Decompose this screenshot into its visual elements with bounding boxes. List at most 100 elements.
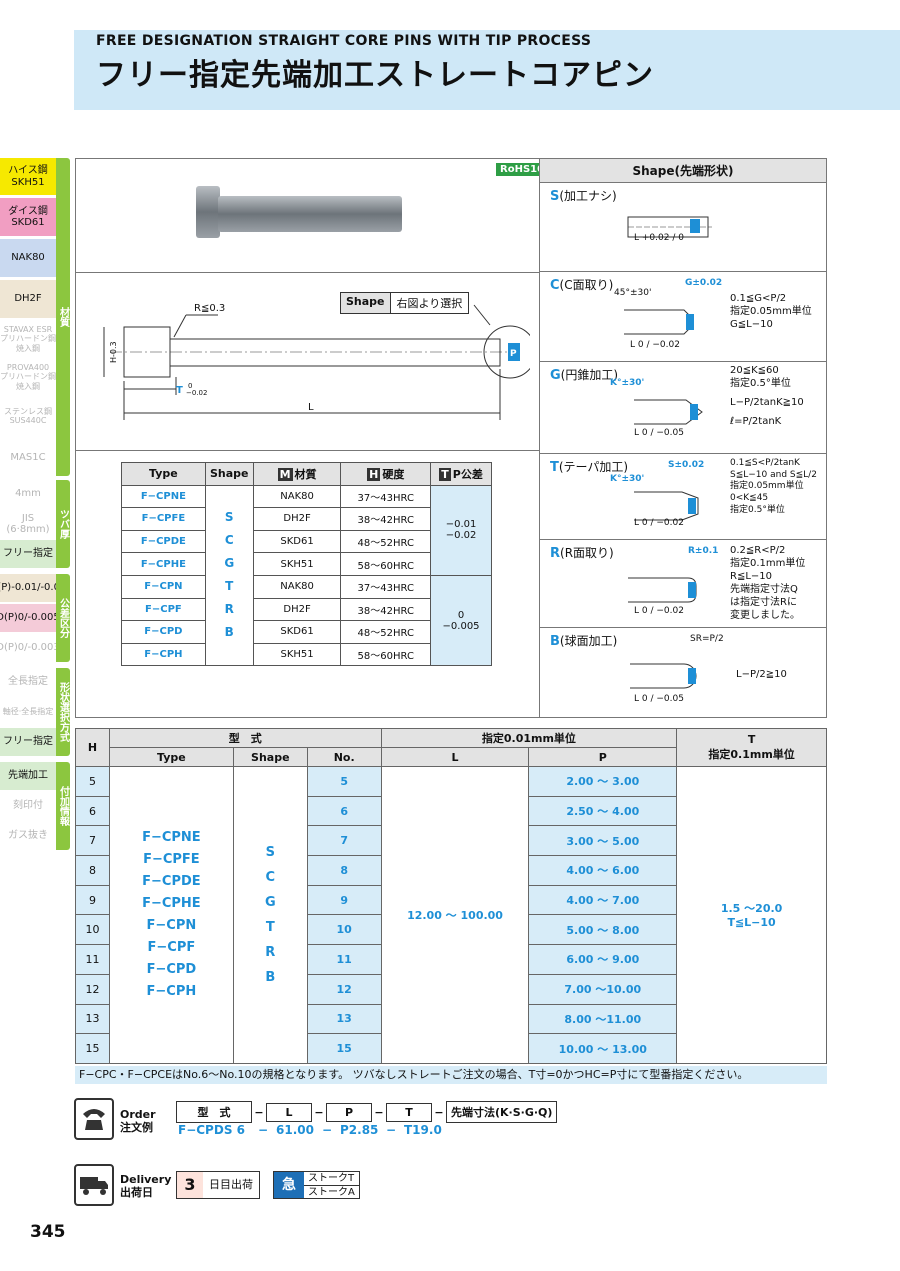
shape-c-angle: 45°±30' — [614, 288, 652, 298]
note-line: 指定0.1mm単位 — [730, 558, 806, 569]
p-cell: 5.00 〜 8.00 — [528, 914, 678, 946]
order-example-model: F−CPDS 6 — [178, 1123, 245, 1137]
sidebar-item-mas1c[interactable]: MAS1C — [0, 440, 56, 476]
sidebar-item-free-shape[interactable]: フリー指定 — [0, 728, 56, 756]
express-badge: 急 ストークT ストークA — [273, 1171, 360, 1199]
sidebar-item-label: SKH51 — [11, 176, 45, 188]
delivery-label: Delivery 出荷日 — [120, 1173, 171, 1199]
shape-list: S C G T R B — [204, 484, 254, 667]
shape-name: G(円錐加工) — [550, 366, 618, 383]
shape-t: T(テーパ加工) S±0.02 K°±30' L 0 / −0.02 0.1≦S… — [539, 454, 827, 540]
shape-code: C — [224, 533, 234, 548]
phone-icon — [74, 1098, 114, 1140]
shape-t-notes: 0.1≦S<P/2tanK S≦L−10 and S≦L/2 指定0.05mm単… — [730, 458, 817, 516]
subheader-p: P — [528, 747, 678, 767]
shape-r-dim: R±0.1 — [688, 546, 719, 556]
page-number: 345 — [30, 1222, 66, 1242]
shape-list: S C G T R B — [232, 766, 308, 1064]
delivery-label-jp: 出荷日 — [120, 1186, 153, 1200]
t-condition: T≦L−10 — [727, 916, 776, 930]
sidebar-item-jis[interactable]: JIS (6·8mm) — [6, 512, 50, 536]
order-sep: − — [434, 1105, 444, 1119]
p-cell: 2.00 〜 3.00 — [528, 766, 678, 797]
stroke-list: ストークT ストークA — [304, 1172, 359, 1198]
sidebar-item-vent[interactable]: ガス抜き — [8, 830, 48, 842]
divider — [75, 272, 539, 273]
sidebar-item-tol-b[interactable]: D(P)0/-0.005 — [0, 604, 60, 632]
material-cell: SKD61 — [252, 620, 342, 644]
delivery-label-en: Delivery — [120, 1173, 172, 1186]
shape-label: (加工ナシ) — [559, 189, 617, 203]
h-cell: 12 — [75, 973, 110, 1005]
tol-value: −0.005 — [442, 620, 480, 632]
tolerance-cell: −0.01−0.02 — [430, 484, 492, 576]
shape-code: G — [224, 556, 235, 571]
sidebar-item-free-flange[interactable]: フリー指定 — [0, 540, 56, 568]
sidebar-group-material: 材質 — [56, 158, 70, 476]
material-cell: SKH51 — [252, 552, 342, 576]
product-photo — [196, 186, 402, 238]
spec-header-shape: Shape — [204, 462, 254, 486]
shape-item: R — [265, 944, 276, 960]
sidebar-group-shape: 形状選択方式 — [56, 668, 70, 756]
shape-b: B(球面加工) SR=P/2 L 0 / −0.05 L−P/2≧10 — [539, 628, 827, 718]
type-cell: F−CPH — [121, 642, 206, 667]
order-example: F−CPDS 6 − 61.00 − P2.85 − T19.0 — [178, 1123, 442, 1137]
p-cell: 8.00 〜11.00 — [528, 1003, 678, 1035]
subheader-type: Type — [108, 747, 234, 767]
type-cell: F−CPHE — [121, 552, 206, 576]
r-label: R≦0.3 — [194, 303, 225, 314]
badge-h: H — [367, 467, 381, 481]
sidebar-item-label: NAK80 — [11, 252, 45, 264]
shape-t-diagram — [634, 491, 699, 521]
header-unit: 指定0.01mm単位 — [380, 728, 678, 748]
sidebar-item-4mm[interactable]: 4mm — [15, 488, 41, 500]
sidebar-item-diameter-length[interactable]: 軸径·全長指定 — [2, 707, 54, 717]
sidebar-item-length[interactable]: 全長指定 — [8, 676, 48, 688]
stroke-t: ストークT — [304, 1172, 359, 1186]
sidebar-item-dh2f[interactable]: DH2F — [0, 280, 56, 318]
sidebar-item-tip[interactable]: 先端加工 — [0, 762, 56, 790]
badge-t: T — [439, 467, 451, 481]
sidebar-item-tol-a[interactable]: D(P)-0.01/-0.02 — [0, 574, 66, 602]
order-field-l: L — [266, 1102, 312, 1122]
shape-g-diagram — [634, 399, 703, 425]
sidebar-item-tol-c[interactable]: D(P)0/-0.003 — [0, 642, 60, 654]
sidebar-item-engrave[interactable]: 刻印付 — [13, 800, 43, 812]
h-cell: 5 — [75, 766, 110, 797]
shape-selection-box: Shape 右図より選択 — [340, 292, 470, 314]
divider — [75, 450, 539, 451]
spec-header-material-label: 材質 — [294, 467, 317, 481]
subheader-l: L — [380, 747, 530, 767]
material-cell: NAK80 — [252, 484, 342, 509]
note-line: R≦L−10 — [730, 571, 773, 582]
material-cell: SKH51 — [252, 642, 342, 667]
hardness-cell: 38〜42HRC — [340, 507, 432, 531]
hardness-cell: 38〜42HRC — [340, 597, 432, 622]
no-cell: 12 — [306, 973, 382, 1005]
shape-label: (C面取り) — [559, 278, 614, 292]
sidebar-group-flange: ツバ厚 — [56, 480, 70, 568]
shape-label: (R面取り) — [560, 546, 614, 560]
page-header: FREE DESIGNATION STRAIGHT CORE PINS WITH… — [74, 30, 900, 110]
sidebar-item-nak80[interactable]: NAK80 — [0, 239, 56, 277]
delivery-days-badge: 3 日目出荷 — [176, 1171, 260, 1199]
spec-header-type: Type — [121, 462, 206, 486]
truck-icon — [74, 1164, 114, 1206]
sidebar-group-extra: 付加情報 — [56, 762, 70, 850]
